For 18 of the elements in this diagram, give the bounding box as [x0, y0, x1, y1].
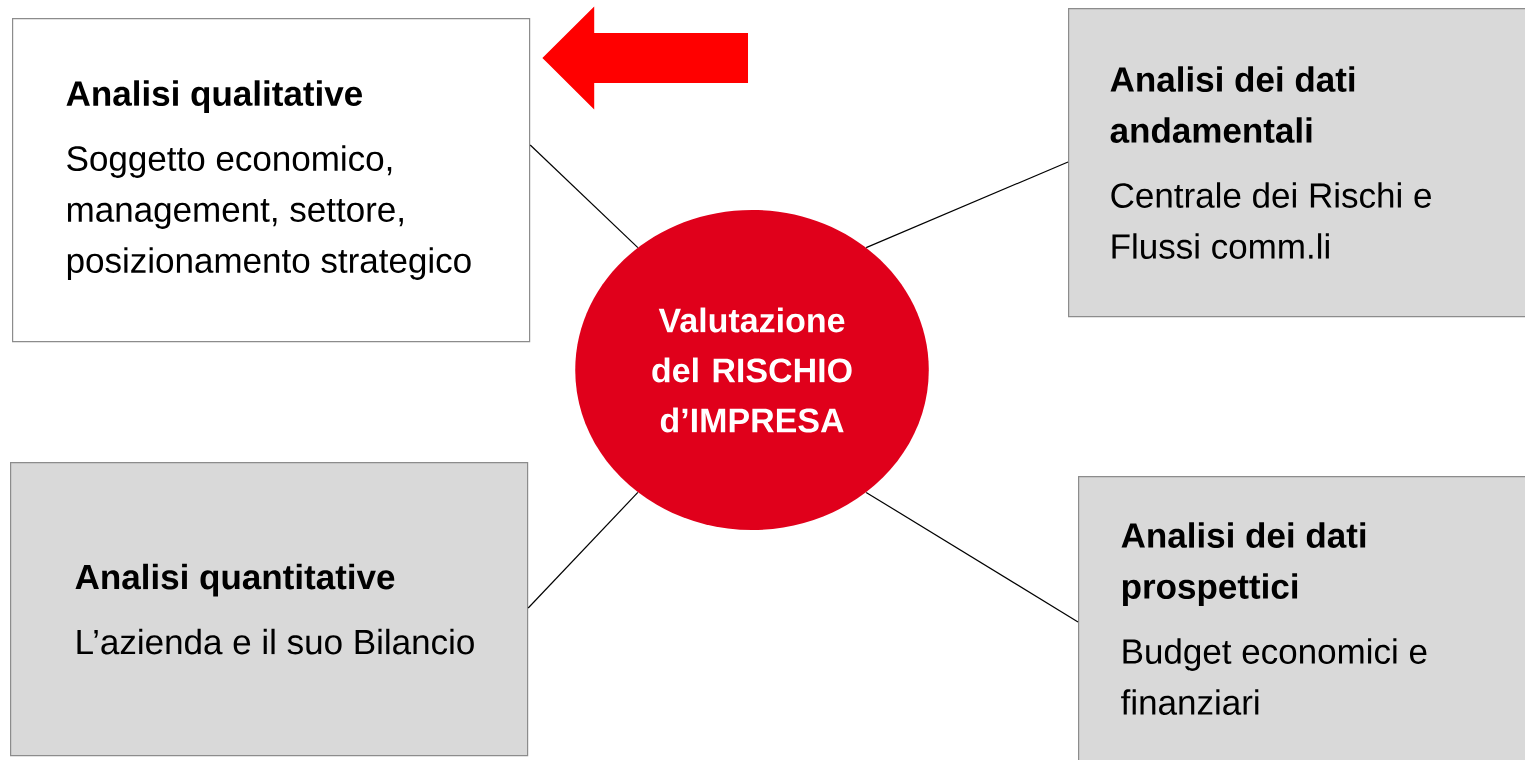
- info-box: [1078, 476, 1525, 760]
- info-box: [1068, 8, 1525, 318]
- box-text: Budget economici e finanziari: [1121, 638, 1427, 715]
- box-heading: Analisi dei dati andamentali: [1110, 66, 1355, 143]
- connector-line: [527, 491, 639, 609]
- box-heading: Analisi dei dati prospettici: [1121, 522, 1366, 606]
- connector-line: [529, 144, 639, 249]
- risk-ellipse: [575, 210, 929, 530]
- box-text: Soggetto economico, management, settore, posizionamento strategico: [67, 145, 471, 280]
- box-text: L’azienda e il suo Bilancio: [77, 628, 474, 655]
- info-box: [10, 462, 529, 757]
- info-box: [12, 18, 531, 343]
- connector-line: [865, 161, 1069, 249]
- box-heading: Analisi qualitative: [66, 80, 362, 113]
- box-text: Centrale dei Rischi e Flussi comm.li: [1111, 182, 1431, 259]
- ellipse-text: Valutazione del RISCHIO d’IMPRESA: [652, 307, 852, 433]
- connector-line: [865, 491, 1079, 623]
- box-heading: Analisi quantitative: [75, 563, 395, 597]
